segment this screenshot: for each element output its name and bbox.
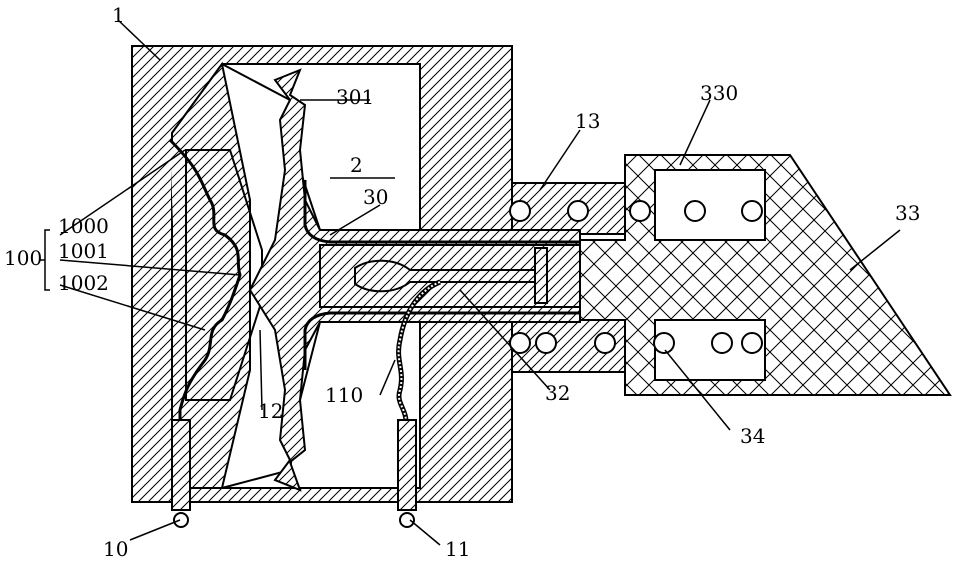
label-330: 330 <box>700 81 738 105</box>
label-34: 34 <box>740 424 765 448</box>
sensor-11 <box>398 420 416 510</box>
label-11: 11 <box>445 537 470 561</box>
label-32: 32 <box>545 381 570 405</box>
label-1002: 1002 <box>58 271 109 295</box>
label-2: 2 <box>350 153 363 177</box>
piston-head <box>535 248 547 303</box>
label-33: 33 <box>895 201 920 225</box>
label-1: 1 <box>112 3 125 27</box>
sensor-10 <box>172 420 190 510</box>
sensor-11-eye <box>400 513 414 527</box>
label-301: 301 <box>336 85 374 109</box>
label-30: 30 <box>363 185 388 209</box>
label-100: 100 <box>4 246 42 270</box>
label-1000: 1000 <box>58 214 109 238</box>
label-1001: 1001 <box>58 239 109 263</box>
label-12: 12 <box>258 399 283 423</box>
label-110: 110 <box>325 383 363 407</box>
brace-100 <box>40 230 50 290</box>
sensor-10-eye <box>174 513 188 527</box>
label-13: 13 <box>575 109 600 133</box>
label-10: 10 <box>103 537 128 561</box>
